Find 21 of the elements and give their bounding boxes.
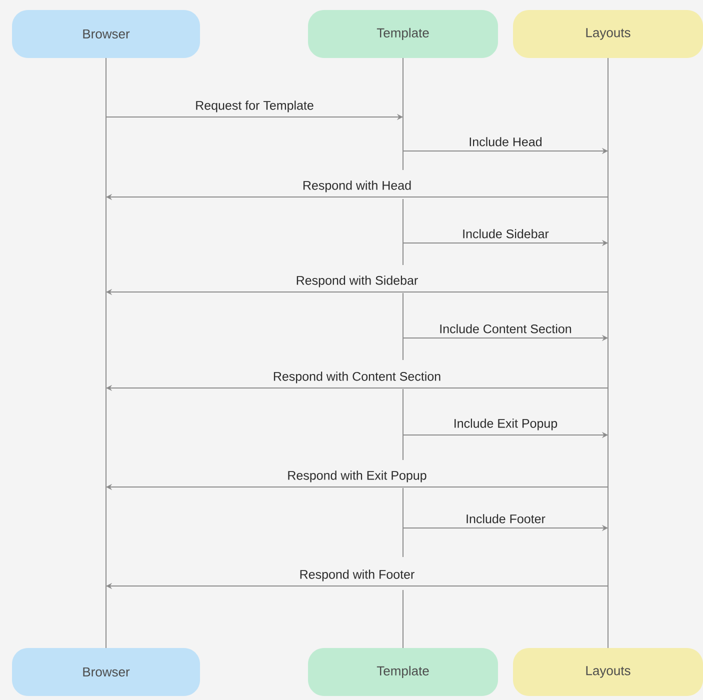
edge-label: Include Exit Popup bbox=[454, 418, 558, 430]
participant-box: Layouts bbox=[513, 648, 703, 696]
participant-box: Template bbox=[308, 10, 498, 58]
lifeline-segment bbox=[402, 293, 404, 360]
lifeline-segment bbox=[402, 389, 404, 460]
edge-label: Respond with Sidebar bbox=[296, 276, 418, 288]
edge-label: Include Footer bbox=[466, 514, 546, 524]
edge-label: Respond with Content Section bbox=[274, 372, 440, 384]
edge-label: Respond with Exit Popup bbox=[288, 470, 426, 482]
participant-box: Browser bbox=[12, 10, 200, 58]
edge-label: Include Head bbox=[470, 137, 542, 146]
edge-label: Request for Template bbox=[196, 100, 314, 112]
lifeline-segment bbox=[402, 488, 404, 557]
edge-label: Respond with Footer bbox=[300, 570, 414, 582]
lifeline-segment bbox=[402, 199, 404, 265]
participant-box: Layouts bbox=[513, 10, 703, 58]
edge-label: Include Content Section bbox=[440, 324, 572, 334]
participant-box: Template bbox=[308, 648, 498, 696]
edge-label: Include Sidebar bbox=[463, 229, 549, 238]
participant-box: Browser bbox=[12, 648, 200, 696]
edge-label: Respond with Head bbox=[303, 180, 411, 192]
